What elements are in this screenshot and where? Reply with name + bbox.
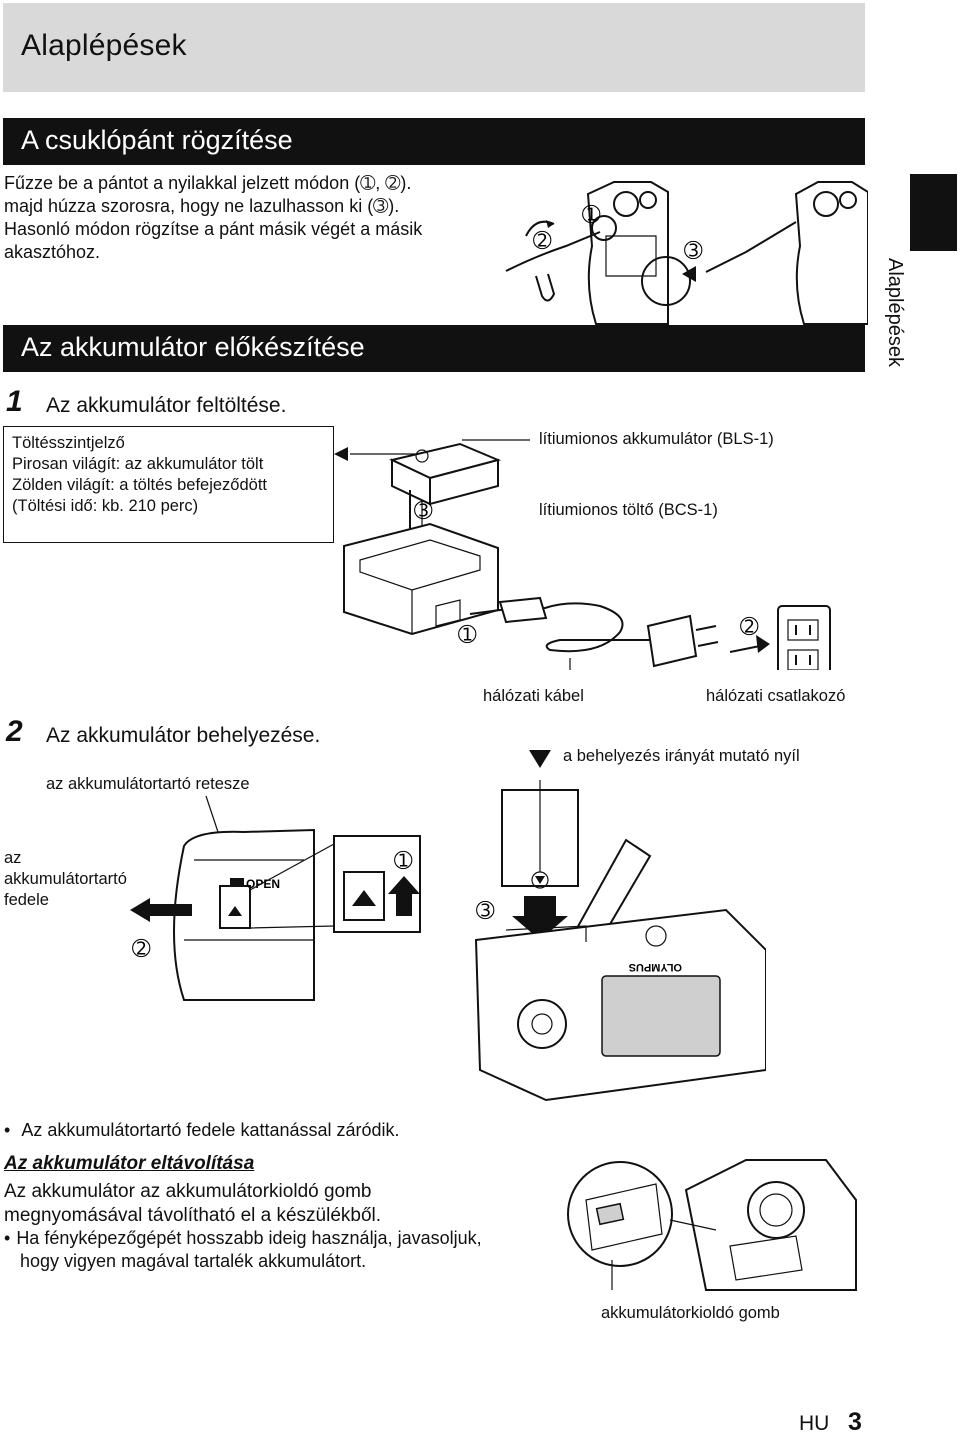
charger-marker-1: ➀ [458, 623, 477, 648]
footer-page-number: 3 [848, 1408, 862, 1434]
indicator-green: Zölden világít: a töltés befejeződött [12, 476, 267, 494]
cover-marker-2: ➁ [132, 937, 151, 962]
charger-label: lítiumionos töltő (BCS-1) [539, 501, 718, 519]
remove-text: Az akkumulátor az akkumulátorkioldó gomb… [4, 1180, 381, 1228]
plug-sketch [646, 614, 719, 668]
strap-line-4: akasztóhoz. [4, 242, 101, 262]
cover-illustration: OPEN ➁ ➀ [130, 795, 421, 1001]
bullet-2-line-2: hogy vigyen magával tartalék akkumulátor… [20, 1251, 367, 1271]
camera-right-sketch [794, 181, 868, 325]
bullet-mark-2: • [4, 1228, 11, 1248]
strap-line-2: majd húzza szorosra, hogy ne lazulhasson… [4, 196, 400, 216]
cover-marker-1: ➀ [394, 849, 413, 874]
brand-label: OLYMPUS [629, 961, 682, 973]
remove-heading: Az akkumulátor eltávolítása [4, 1153, 255, 1174]
step-1-title: Az akkumulátor feltöltése. [46, 394, 287, 417]
release-illustration [567, 1159, 857, 1291]
strap-marker-3: ➂ [684, 239, 703, 264]
strap-line-1: Fűzze be a pántot a nyilakkal jelzett mó… [4, 173, 412, 193]
strap-instructions: Fűzze be a pántot a nyilakkal jelzett mó… [4, 172, 504, 264]
strap-marker-2: ➁ [533, 229, 552, 254]
footer-language: HU [799, 1412, 830, 1434]
battery-label: lítiumionos akkumulátor (BLS-1) [539, 430, 774, 448]
charge-indicator-box: Töltésszintjelző Pirosan világít: az akk… [3, 426, 334, 543]
strap-marker-1: ➀ [582, 203, 601, 228]
remove-line-1: Az akkumulátor az akkumulátorkioldó gomb [4, 1181, 372, 1202]
remove-line-2: megnyomásával távolítható el a készülékb… [4, 1205, 382, 1226]
strap-line-3: Hasonló módon rögzítse a pánt másik végé… [4, 219, 423, 239]
insert-marker-3: ➂ [476, 899, 495, 924]
insert-direction-icon [529, 750, 551, 768]
strap-illustration: ➁ ➀ ➂ [505, 181, 868, 325]
outlet-label: hálózati csatlakozó [706, 687, 846, 705]
cover-label-line-1: az [4, 849, 22, 867]
charger-sketch [343, 522, 499, 636]
battery-cover-label: az akkumulátortartó fedele [4, 848, 127, 911]
charger-marker-2: ➁ [740, 615, 759, 640]
battery-sketch [388, 442, 502, 506]
side-tab: Alaplépések [880, 258, 910, 388]
bullet-1-text: Az akkumulátortartó fedele kattanással z… [21, 1120, 400, 1140]
cable-label: hálózati kábel [483, 687, 584, 705]
step-2-title: Az akkumulátor behelyezése. [46, 724, 321, 747]
section-battery-title: Az akkumulátor előkészítése [3, 325, 865, 372]
insertion-illustration: ➂ OLYMPUS [474, 780, 766, 1102]
section-strap-title: A csuklópánt rögzítése [3, 118, 865, 165]
side-tab-label: Alaplépések [884, 258, 906, 367]
indicator-time: (Töltési idő: kb. 210 perc) [12, 497, 199, 515]
insert-arrow-label: a behelyezés irányát mutató nyíl [563, 747, 800, 765]
step-1-number: 1 [6, 385, 23, 418]
bullet-spare-battery: •Ha fényképezőgépét hosszabb ideig haszn… [4, 1227, 482, 1273]
step-2-number: 2 [6, 715, 23, 748]
charger-marker-3: ➂ [414, 499, 433, 524]
outlet-sketch [777, 605, 831, 670]
bullet-cover-closes: • Az akkumulátortartó fedele kattanással… [4, 1119, 400, 1142]
section-strap-title-text: A csuklópánt rögzítése [21, 125, 293, 155]
page-header: Alaplépések [3, 3, 865, 92]
bullet-mark-1: • [4, 1120, 11, 1140]
cover-label-line-2: akkumulátortartó [4, 870, 127, 888]
camera-left-sketch [586, 181, 691, 325]
indicator-red: Pirosan világít: az akkumulátor tölt [12, 455, 264, 473]
release-button-label: akkumulátorkioldó gomb [601, 1304, 780, 1322]
side-tab-marker [910, 174, 957, 251]
charger-illustration: ➂ ➀ ➁ [334, 439, 831, 670]
indicator-title: Töltésszintjelző [12, 434, 125, 452]
battery-lock-label: az akkumulátortartó retesze [46, 775, 250, 793]
cover-label-line-3: fedele [4, 891, 49, 909]
bullet-2-line-1: Ha fényképezőgépét hosszabb ideig haszná… [16, 1228, 482, 1248]
page-title: Alaplépések [21, 29, 187, 62]
section-battery-title-text: Az akkumulátor előkészítése [21, 332, 365, 362]
